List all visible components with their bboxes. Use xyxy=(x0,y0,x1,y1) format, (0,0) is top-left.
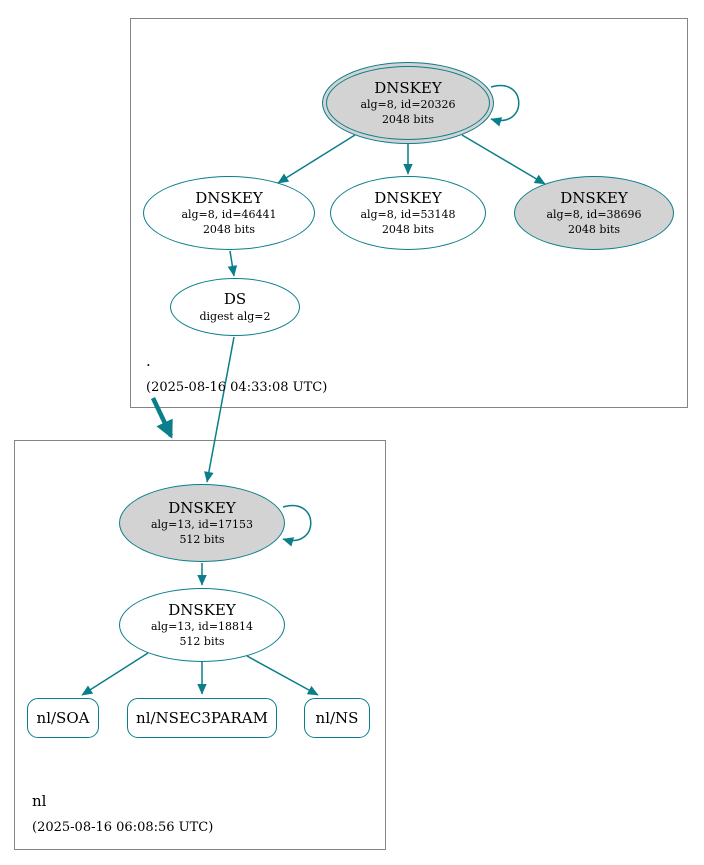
dnskey-detail: 2048 bits xyxy=(381,222,435,236)
dnskey-detail: alg=8, id=38696 xyxy=(546,208,642,222)
dnskey-detail: 2048 bits xyxy=(381,112,435,126)
dnskey-detail: 2048 bits xyxy=(202,222,256,236)
rrset-node-nl-nsec3param: nl/NSEC3PARAM xyxy=(127,698,277,738)
dnskey-detail: alg=8, id=20326 xyxy=(360,98,456,112)
dnskey-title: DNSKEY xyxy=(168,498,236,517)
dnskey-node-nl-zsk-18814: DNSKEY alg=13, id=18814 512 bits xyxy=(119,588,285,662)
zone-name: nl xyxy=(32,792,47,810)
rrset-node-nl-ns: nl/NS xyxy=(304,698,370,738)
rrset-label: nl/NSEC3PARAM xyxy=(136,709,268,727)
rrset-node-nl-soa: nl/SOA xyxy=(27,698,99,738)
dnskey-node-nl-ksk-17153: DNSKEY alg=13, id=17153 512 bits xyxy=(119,484,285,562)
dnskey-detail: alg=8, id=46441 xyxy=(181,208,277,222)
ds-detail: digest alg=2 xyxy=(199,309,271,323)
dnskey-node-root-ksk-20326: DNSKEY alg=8, id=20326 2048 bits xyxy=(322,62,494,144)
dnskey-node-root-ksk-38696: DNSKEY alg=8, id=38696 2048 bits xyxy=(514,176,674,250)
rrset-label: nl/NS xyxy=(315,709,359,727)
zone-label-root: . (2025-08-16 04:33:08 UTC) xyxy=(146,352,327,395)
dnskey-title: DNSKEY xyxy=(374,78,442,97)
dnskey-detail: alg=13, id=17153 xyxy=(150,518,254,532)
zone-timestamp: (2025-08-16 06:08:56 UTC) xyxy=(32,820,214,835)
dnskey-detail: 512 bits xyxy=(179,532,225,546)
dnskey-detail: 2048 bits xyxy=(567,222,621,236)
zone-timestamp: (2025-08-16 04:33:08 UTC) xyxy=(146,380,328,395)
dnskey-title: DNSKEY xyxy=(168,600,236,619)
dnskey-node-root-zsk-46441: DNSKEY alg=8, id=46441 2048 bits xyxy=(143,176,315,250)
rrset-label: nl/SOA xyxy=(36,709,90,727)
dnskey-title: DNSKEY xyxy=(195,188,263,207)
ds-node-root: DS digest alg=2 xyxy=(170,278,300,336)
dnskey-title: DNSKEY xyxy=(374,188,442,207)
dnskey-detail: alg=8, id=53148 xyxy=(360,208,456,222)
dnskey-node-root-zsk-53148: DNSKEY alg=8, id=53148 2048 bits xyxy=(330,176,486,250)
ds-title: DS xyxy=(223,290,247,309)
dnskey-title: DNSKEY xyxy=(560,188,628,207)
zone-label-nl: nl (2025-08-16 06:08:56 UTC) xyxy=(32,792,213,835)
dnskey-detail: 512 bits xyxy=(179,634,225,648)
zone-name: . xyxy=(146,352,151,370)
dnskey-detail: alg=13, id=18814 xyxy=(150,620,254,634)
